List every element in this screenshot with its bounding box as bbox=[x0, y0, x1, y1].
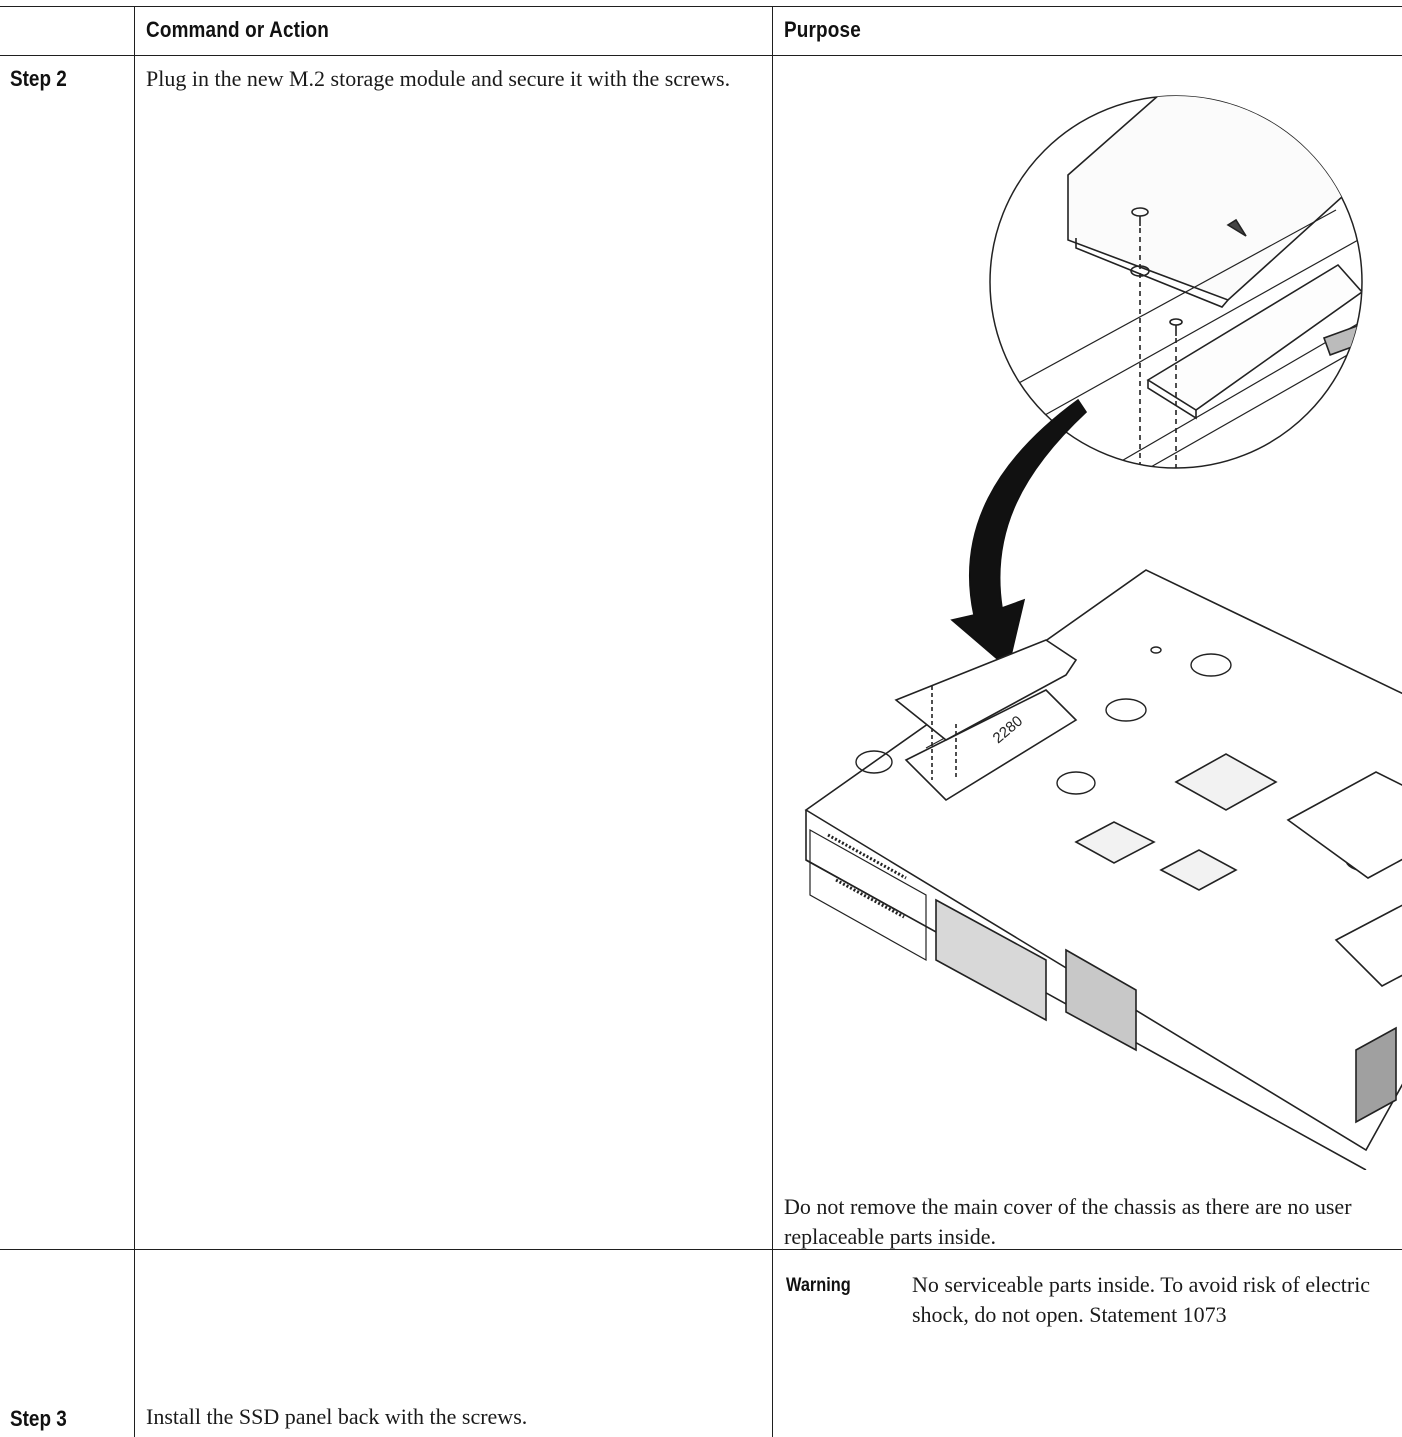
column-divider-2 bbox=[772, 6, 773, 1437]
table-top-border bbox=[0, 6, 1402, 7]
m2-installation-figure: 2280 bbox=[804, 95, 1402, 1170]
step-2-command: Plug in the new M.2 storage module and s… bbox=[146, 66, 731, 91]
step-3-label: Step 3 bbox=[10, 1406, 67, 1431]
header-purpose: Purpose bbox=[784, 17, 861, 42]
warning-label: Warning bbox=[786, 1275, 851, 1296]
screw-icon bbox=[1131, 207, 1149, 226]
column-divider-1 bbox=[134, 6, 135, 1437]
header-bottom-border bbox=[0, 55, 1402, 56]
row-divider bbox=[0, 1249, 1402, 1250]
screw-icon bbox=[1169, 318, 1183, 336]
step-2-label: Step 2 bbox=[10, 66, 67, 91]
warning-text: No serviceable parts inside. To avoid ri… bbox=[912, 1272, 1371, 1327]
step-3-command: Install the SSD panel back with the scre… bbox=[146, 1404, 528, 1429]
header-command-or-action: Command or Action bbox=[146, 17, 330, 42]
chassis-body bbox=[804, 569, 1402, 1152]
step-2-note: Do not remove the main cover of the chas… bbox=[784, 1194, 1352, 1249]
